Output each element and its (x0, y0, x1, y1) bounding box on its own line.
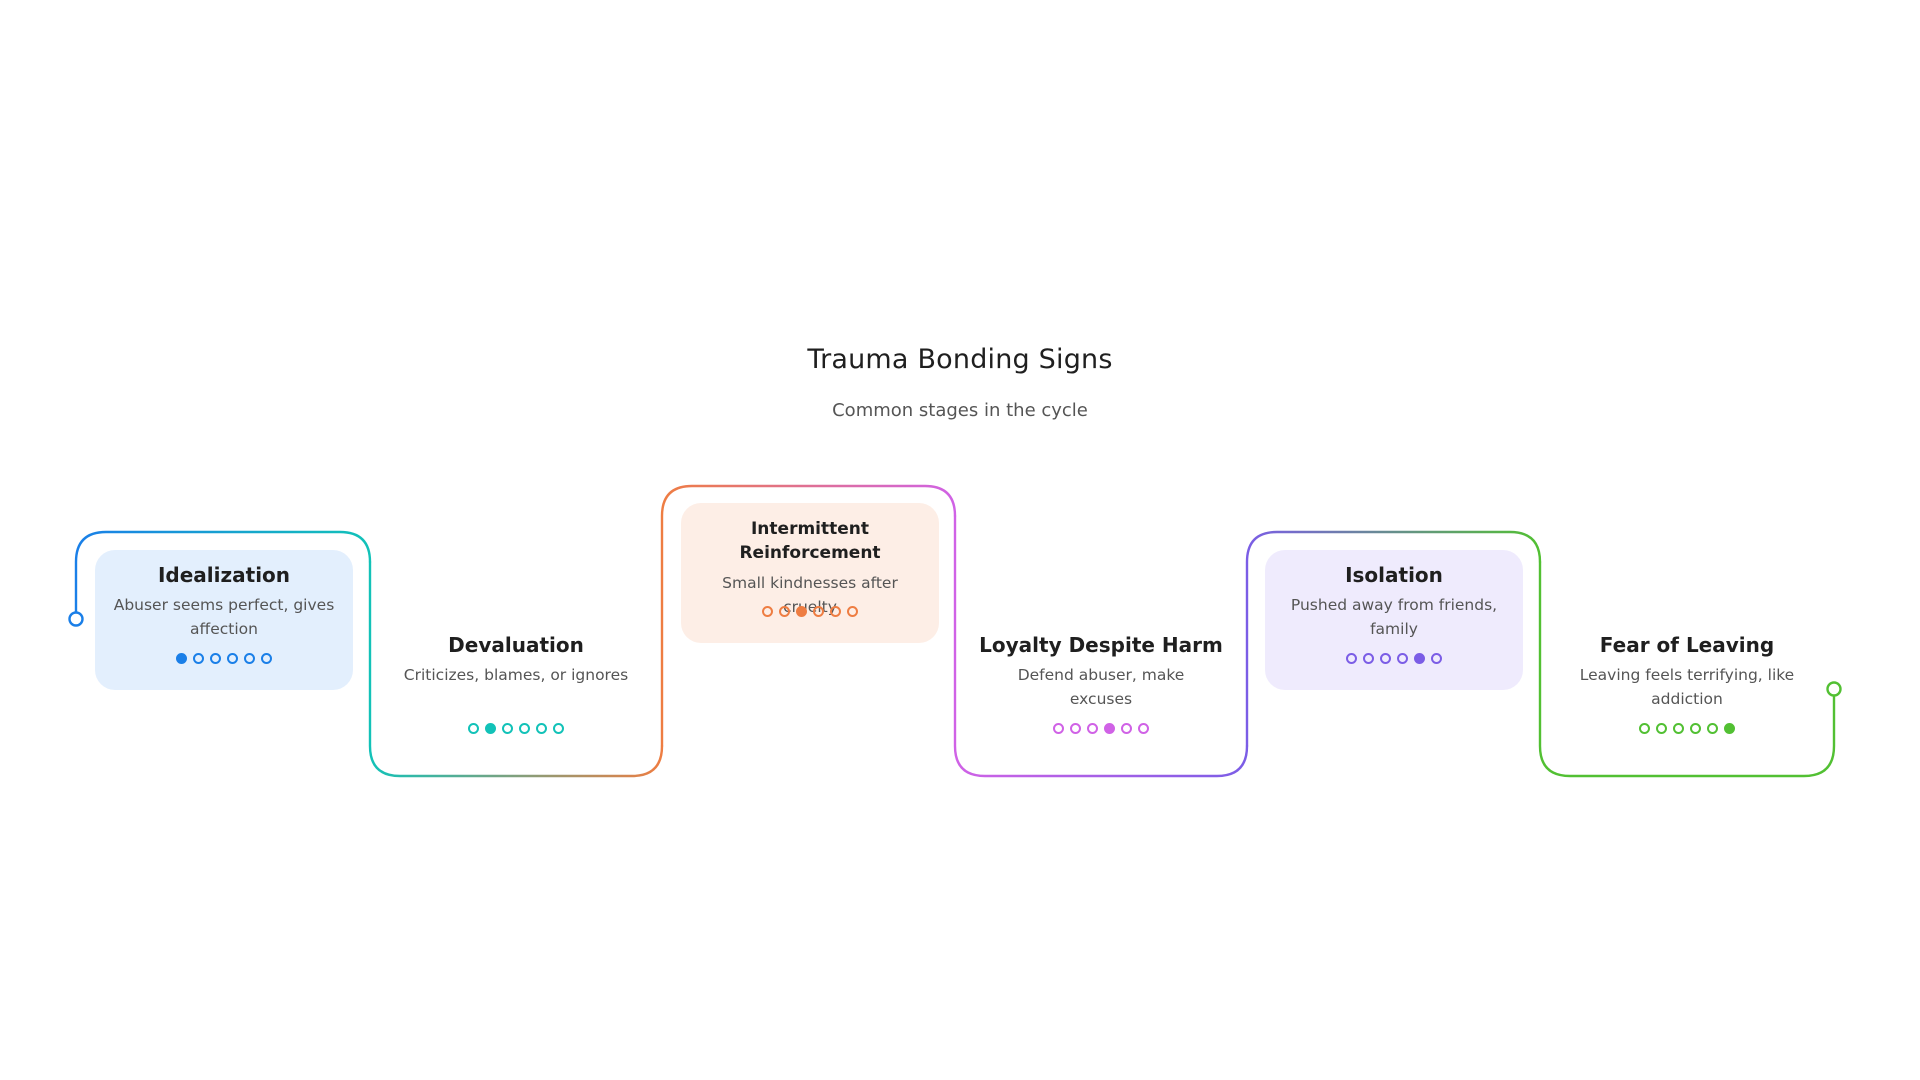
progress-dot (1070, 723, 1081, 734)
progress-dot (847, 606, 858, 617)
stage-title: Loyalty Despite Harm (979, 633, 1223, 657)
progress-dot (1053, 723, 1064, 734)
progress-dot-active (176, 653, 187, 664)
progress-dot (1087, 723, 1098, 734)
progress-dot (502, 723, 513, 734)
stage-progress-dots (681, 606, 939, 617)
stage-progress-dots (95, 653, 353, 664)
progress-dot (762, 606, 773, 617)
stage-title: Isolation (1345, 563, 1443, 587)
progress-dot (1673, 723, 1684, 734)
diagram-subtitle: Common stages in the cycle (832, 400, 1088, 421)
stage-description: Defend abuser, make excuses (1017, 666, 1185, 708)
progress-dot (1363, 653, 1374, 664)
stage-title: Idealization (157, 563, 291, 587)
progress-dot-active (1724, 723, 1735, 734)
stage-progress-dots (1265, 653, 1523, 664)
progress-dot (1639, 723, 1650, 734)
progress-dot (1346, 653, 1357, 664)
progress-dot (519, 723, 530, 734)
progress-dot (1690, 723, 1701, 734)
progress-dot (1138, 723, 1149, 734)
stage-card-intermittent-reinforcement: Intermittent Reinforcement Small kindnes… (681, 503, 939, 643)
stage-description: Abuser seems perfect, gives affection (113, 596, 335, 638)
stage-card-fear-of-leaving: Fear of Leaving Leaving feels terrifying… (1558, 620, 1816, 760)
progress-dot (813, 606, 824, 617)
progress-dot-active (1414, 653, 1425, 664)
stage-title: Intermittent Reinforcement (739, 519, 881, 563)
path-segment-5 (1245, 530, 1542, 748)
path-start-marker (68, 611, 84, 627)
stage-card-devaluation: Devaluation Criticizes, blames, or ignor… (387, 620, 645, 760)
stage-description: Criticizes, blames, or ignores (403, 666, 629, 684)
progress-dot (244, 653, 255, 664)
path-segment-2 (368, 560, 664, 778)
progress-dot (553, 723, 564, 734)
progress-dot (193, 653, 204, 664)
progress-dot-active (796, 606, 807, 617)
stage-description: Leaving feels terrifying, like addiction (1579, 666, 1795, 708)
progress-dot (261, 653, 272, 664)
progress-dot (536, 723, 547, 734)
stage-card-idealization: Idealization Abuser seems perfect, gives… (95, 550, 353, 690)
progress-dot (1431, 653, 1442, 664)
progress-dot (468, 723, 479, 734)
progress-dot (1707, 723, 1718, 734)
progress-dot-active (1104, 723, 1115, 734)
progress-dot (1656, 723, 1667, 734)
path-end-marker (1826, 681, 1842, 697)
stage-progress-dots (387, 723, 645, 734)
progress-dot (227, 653, 238, 664)
stage-progress-dots (1558, 723, 1816, 734)
stage-description: Pushed away from friends, family (1290, 596, 1498, 638)
stage-title: Devaluation (448, 633, 584, 657)
stage-title: Fear of Leaving (1599, 633, 1775, 657)
path-segment-1 (74, 530, 372, 614)
path-segment-6 (1538, 560, 1836, 778)
diagram-title: Trauma Bonding Signs (807, 344, 1113, 375)
progress-dot-active (485, 723, 496, 734)
path-segment-3 (660, 484, 957, 748)
progress-dot (210, 653, 221, 664)
progress-dot (1397, 653, 1408, 664)
stage-card-loyalty-despite-harm: Loyalty Despite Harm Defend abuser, make… (972, 620, 1230, 760)
stage-card-isolation: Isolation Pushed away from friends, fami… (1265, 550, 1523, 690)
progress-dot (1121, 723, 1132, 734)
progress-dot (830, 606, 841, 617)
stage-progress-dots (972, 723, 1230, 734)
progress-dot (1380, 653, 1391, 664)
path-segment-4 (953, 514, 1249, 778)
progress-dot (779, 606, 790, 617)
